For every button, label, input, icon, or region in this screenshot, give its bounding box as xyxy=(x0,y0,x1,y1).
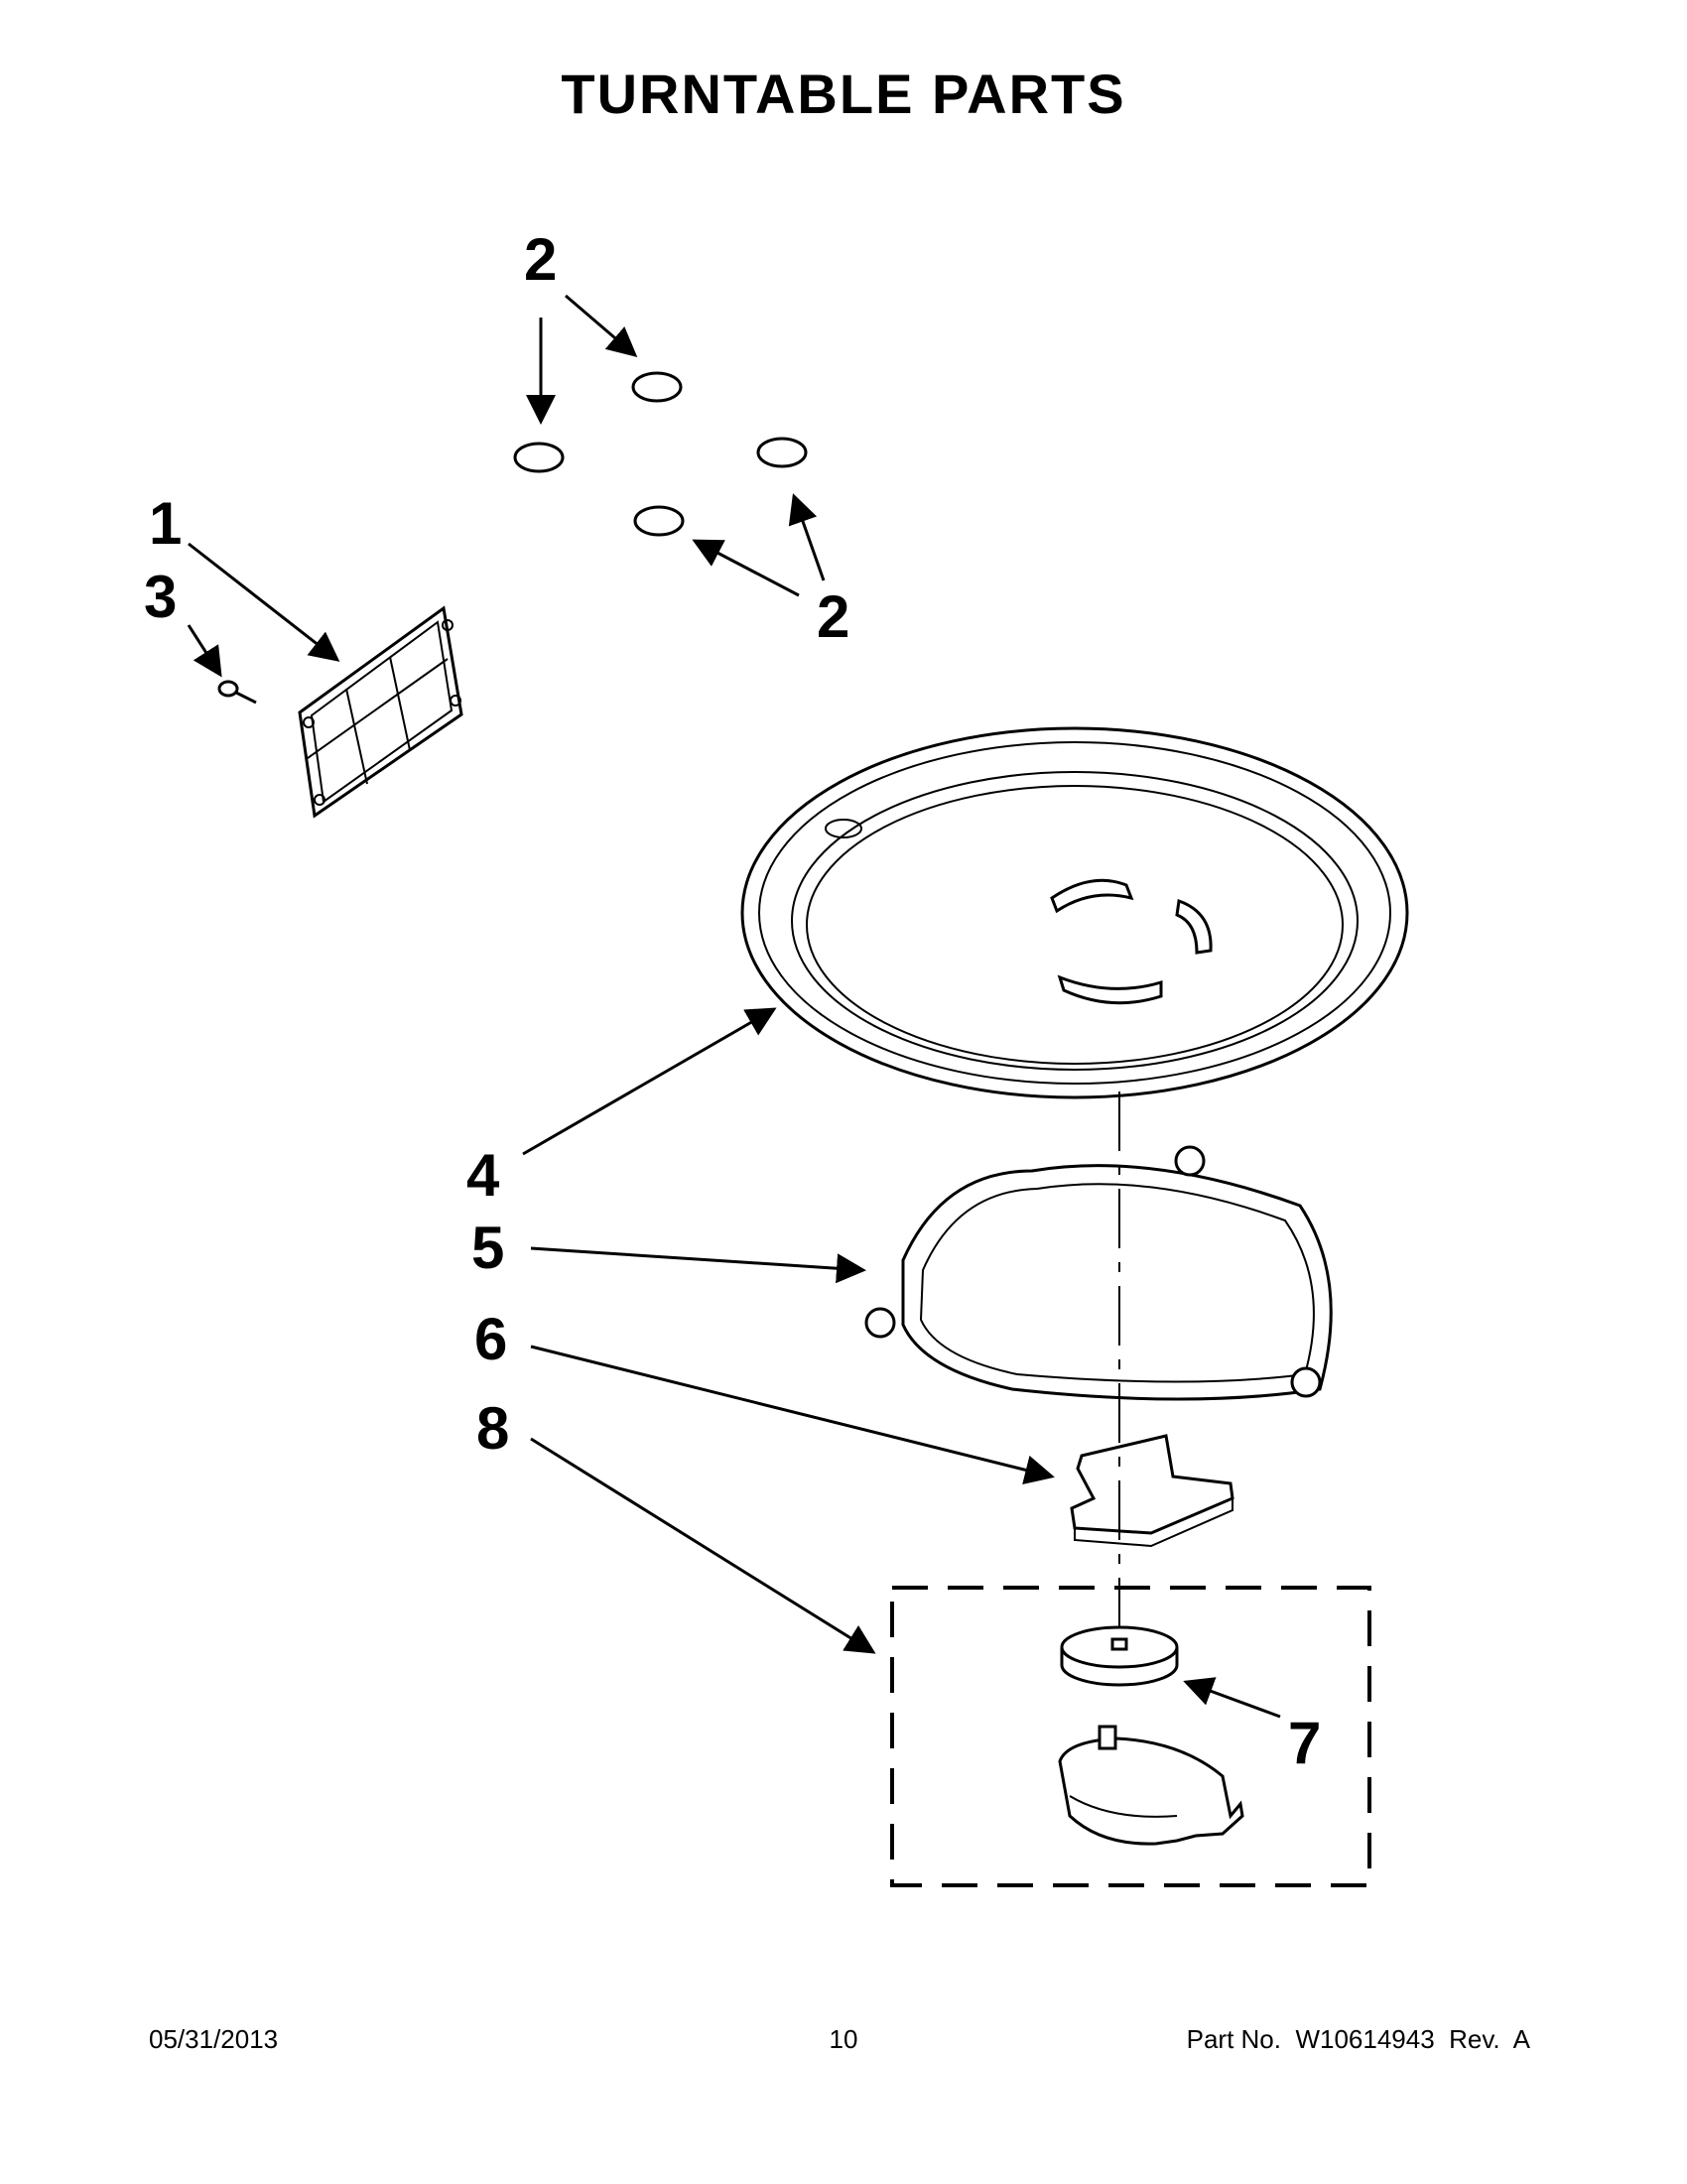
callout-4: 4 xyxy=(466,1142,500,1209)
screw xyxy=(217,680,257,705)
callout-6: 6 xyxy=(474,1306,507,1372)
turntable-coupler xyxy=(1070,1434,1234,1548)
page-title: TURNTABLE PARTS xyxy=(561,63,1126,125)
footer-date: 05/31/2013 xyxy=(149,2024,279,2054)
coupler-pads xyxy=(513,371,808,537)
footer-part-number: Part No. W10614943 Rev. A xyxy=(1186,2024,1530,2054)
turntable-motor xyxy=(1058,1725,1244,1846)
callout-2-bottom: 2 xyxy=(817,583,849,650)
callout-1: 1 xyxy=(149,490,182,557)
callout-3: 3 xyxy=(144,564,177,630)
callout-2-top: 2 xyxy=(524,226,557,293)
drive-disc xyxy=(1060,1625,1179,1687)
footer-page-number: 10 xyxy=(829,2024,858,2054)
turntable-tray xyxy=(740,726,1409,1099)
callout-7: 7 xyxy=(1288,1710,1321,1776)
leader-lines xyxy=(187,294,1281,1719)
motor-assembly-box xyxy=(890,1586,1371,1887)
callout-5: 5 xyxy=(471,1215,504,1281)
roller-ring xyxy=(864,1145,1333,1401)
filter-cover xyxy=(298,605,463,819)
callout-8: 8 xyxy=(476,1395,509,1462)
